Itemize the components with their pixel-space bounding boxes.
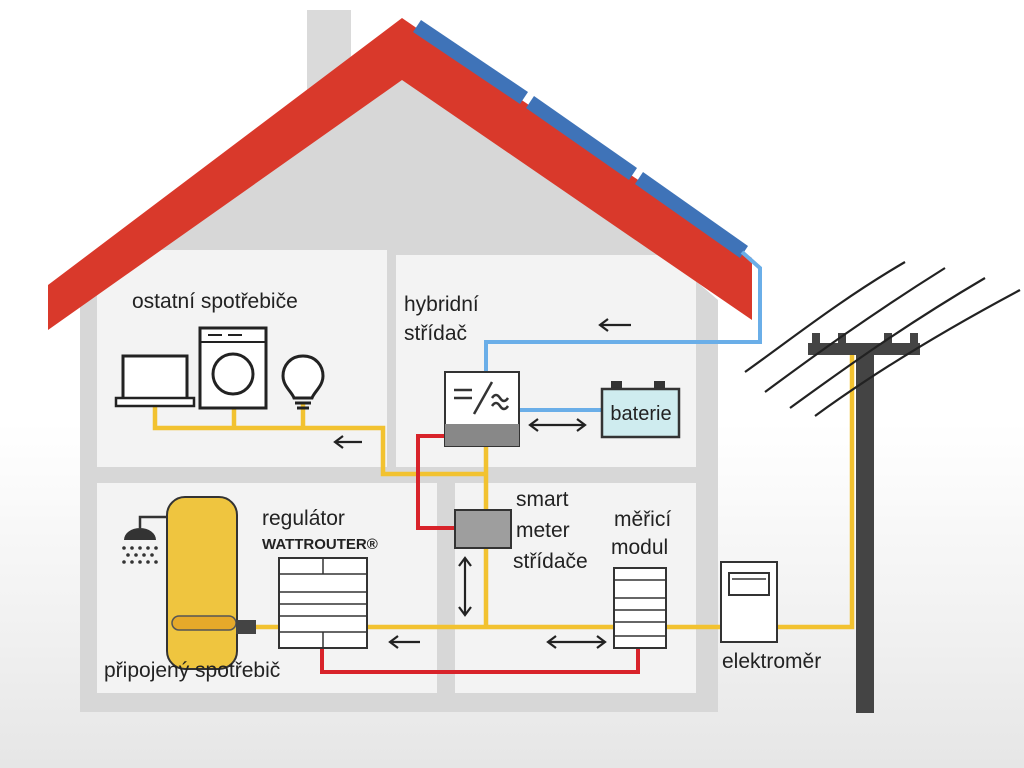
solar-panels bbox=[413, 20, 748, 258]
arrow-both-horizontal-icon bbox=[546, 635, 607, 649]
arrow-both-vertical-icon bbox=[458, 556, 472, 617]
label-smart-meter-line3: střídače bbox=[513, 550, 588, 573]
laptop-icon bbox=[114, 354, 196, 408]
label-hybrid-inverter-line1: hybridní bbox=[404, 293, 479, 316]
label-hybrid-inverter-line2: střídač bbox=[404, 322, 467, 345]
utility-pole bbox=[808, 333, 920, 713]
hybrid-inverter-icon bbox=[444, 371, 520, 447]
arrow-left-icon bbox=[333, 435, 362, 449]
label-measuring-module-line1: měřicí bbox=[614, 508, 671, 531]
regulator-device-icon bbox=[278, 557, 368, 649]
label-battery: baterie bbox=[610, 403, 671, 425]
label-regulator-line1: regulátor bbox=[262, 507, 345, 530]
shower-icon bbox=[122, 515, 167, 564]
measuring-module-icon bbox=[613, 567, 667, 649]
label-regulator-line2: WATTROUTER® bbox=[262, 536, 378, 553]
battery-icon bbox=[600, 381, 681, 439]
arrow-left-icon bbox=[388, 635, 420, 649]
label-smart-meter-line1: smart bbox=[516, 488, 569, 511]
electricity-meter-icon bbox=[720, 561, 778, 643]
roof bbox=[48, 18, 752, 330]
boiler-icon bbox=[166, 496, 256, 670]
label-measuring-module-line2: modul bbox=[611, 536, 668, 559]
label-other-appliances: ostatní spotřebiče bbox=[132, 290, 298, 313]
power-lines bbox=[744, 261, 1021, 417]
light-bulb-icon bbox=[281, 354, 325, 410]
label-smart-meter-line2: meter bbox=[516, 519, 570, 542]
washing-machine-icon bbox=[198, 326, 268, 410]
arrow-both-horizontal-icon bbox=[528, 418, 587, 432]
dc-line-solar bbox=[484, 250, 762, 372]
smart-meter-icon bbox=[454, 509, 512, 549]
label-electricity-meter: elektroměr bbox=[722, 650, 821, 673]
arrow-left-icon bbox=[598, 318, 631, 332]
control-lines bbox=[320, 434, 640, 674]
label-connected-appliance: připojený spotřebič bbox=[104, 659, 280, 682]
